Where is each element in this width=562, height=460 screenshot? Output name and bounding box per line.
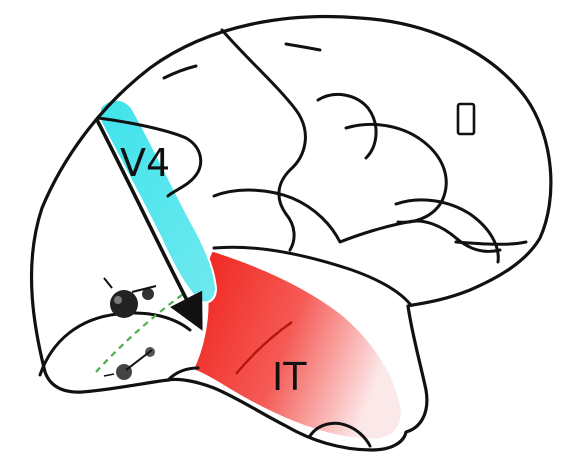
arcuate-sulcus-lower xyxy=(346,124,446,222)
it-label: IT xyxy=(272,355,307,399)
lunate-sulcus xyxy=(40,313,190,375)
orbital-sulcus xyxy=(456,242,526,244)
short-sulcus-2 xyxy=(286,44,320,50)
v4-label: V4 xyxy=(120,141,170,185)
central-sulcus xyxy=(222,30,305,250)
electrode-probe-icon xyxy=(104,347,155,380)
recording-line xyxy=(96,292,186,372)
frontal-marker xyxy=(458,104,474,134)
short-sulcus-1 xyxy=(164,66,196,78)
neuron-cluster-icon xyxy=(104,278,156,318)
